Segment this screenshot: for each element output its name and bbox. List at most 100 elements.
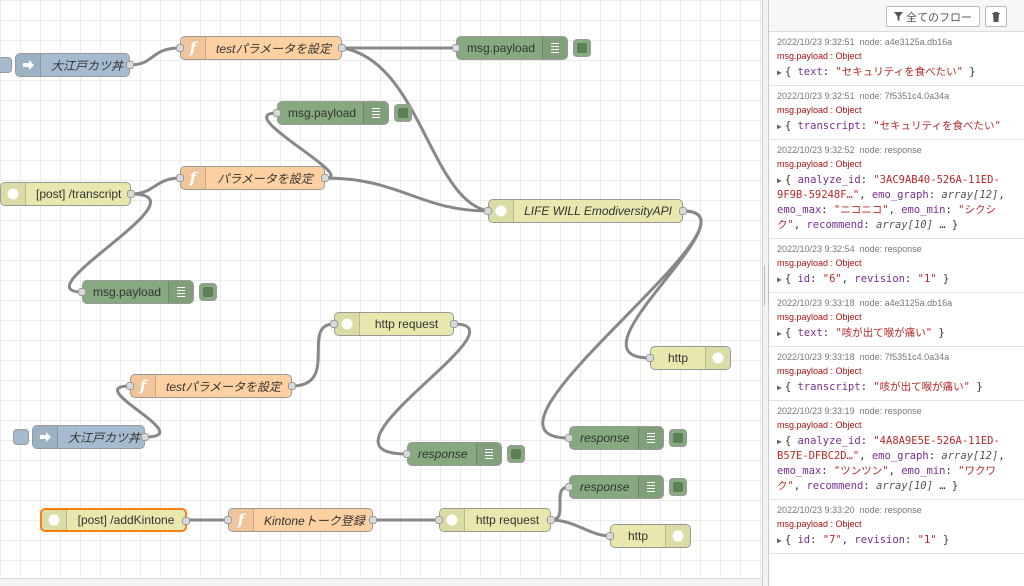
clear-messages-button[interactable] bbox=[985, 6, 1007, 27]
sidebar-resize-handle[interactable] bbox=[762, 0, 769, 586]
debug-node[interactable]: response bbox=[565, 426, 687, 450]
property-value: "4A8A9E5E-526A-11ED-B57E-DFBC2D…" bbox=[777, 435, 1000, 462]
output-port[interactable] bbox=[288, 382, 296, 390]
message-node-id[interactable]: node: a4e3125a.db16a bbox=[859, 298, 953, 308]
output-port[interactable] bbox=[126, 61, 134, 69]
expand-arrow-icon[interactable]: ▶ bbox=[777, 68, 782, 77]
flow-canvas[interactable]: 大江戸カツ丼 f testパラメータを設定 msg.payload msg.pa… bbox=[0, 0, 762, 586]
http-request-node[interactable]: http request bbox=[435, 508, 555, 532]
output-port[interactable] bbox=[141, 433, 149, 441]
expand-arrow-icon[interactable]: ▶ bbox=[777, 275, 782, 284]
http-in-node[interactable]: [post] /addKintone bbox=[40, 508, 190, 532]
debug-toggle-button[interactable] bbox=[669, 478, 687, 496]
input-port[interactable] bbox=[330, 320, 338, 328]
input-port[interactable] bbox=[646, 354, 654, 362]
output-port[interactable] bbox=[547, 516, 555, 524]
debug-node[interactable]: msg.payload bbox=[273, 101, 412, 125]
debug-toggle-button[interactable] bbox=[573, 39, 591, 57]
message-value[interactable]: ▶{ text: "咳が出て喉が痛い" } bbox=[777, 326, 1016, 341]
debug-node[interactable]: msg.payload bbox=[452, 36, 591, 60]
expand-arrow-icon[interactable]: ▶ bbox=[777, 122, 782, 131]
input-port[interactable] bbox=[176, 174, 184, 182]
function-node[interactable]: f testパラメータを設定 bbox=[126, 374, 296, 398]
node-label: response bbox=[418, 447, 468, 461]
inject-button[interactable] bbox=[0, 57, 12, 73]
input-port[interactable] bbox=[565, 483, 573, 491]
expand-arrow-icon[interactable]: ▶ bbox=[777, 176, 782, 185]
message-node-id[interactable]: node: response bbox=[859, 505, 922, 515]
filter-flows-button[interactable]: 全てのフロー bbox=[886, 6, 980, 27]
message-value[interactable]: ▶{ analyze_id: "4A8A9E5E-526A-11ED-B57E-… bbox=[777, 434, 1016, 494]
output-port[interactable] bbox=[338, 44, 346, 52]
message-node-id[interactable]: node: 7f5351c4.0a34a bbox=[859, 352, 950, 362]
input-port[interactable] bbox=[403, 450, 411, 458]
output-port[interactable] bbox=[321, 174, 329, 182]
input-port[interactable] bbox=[224, 516, 232, 524]
message-node-id[interactable]: node: response bbox=[859, 406, 922, 416]
output-port[interactable] bbox=[127, 190, 135, 198]
message-node-id[interactable]: node: 7f5351c4.0a34a bbox=[859, 91, 950, 101]
http-response-node[interactable]: http bbox=[646, 346, 731, 370]
message-value[interactable]: ▶{ transcript: "セキュリティを食べたい" bbox=[777, 119, 1016, 134]
input-port[interactable] bbox=[484, 207, 492, 215]
input-port[interactable] bbox=[435, 516, 443, 524]
link-in-node[interactable]: 大江戸カツ丼 bbox=[13, 425, 149, 449]
message-node-id[interactable]: node: response bbox=[859, 145, 922, 155]
expand-arrow-icon[interactable]: ▶ bbox=[777, 437, 782, 446]
message-value[interactable]: ▶{ id: "7", revision: "1" } bbox=[777, 533, 1016, 548]
punctuation: { bbox=[784, 120, 798, 132]
output-port[interactable] bbox=[182, 517, 190, 525]
punctuation: } bbox=[970, 381, 983, 393]
debug-toggle-button[interactable] bbox=[669, 429, 687, 447]
function-node[interactable]: f Kintoneトーク登録 bbox=[224, 508, 377, 532]
function-node[interactable]: f testパラメータを設定 bbox=[176, 36, 346, 60]
http-request-node[interactable]: http request bbox=[330, 312, 458, 336]
input-port[interactable] bbox=[273, 109, 281, 117]
message-value[interactable]: ▶{ analyze_id: "3AC9AB40-526A-11ED-9F9B-… bbox=[777, 173, 1016, 233]
node-label: testパラメータを設定 bbox=[216, 41, 331, 56]
input-port[interactable] bbox=[176, 44, 184, 52]
node-label: testパラメータを設定 bbox=[166, 379, 281, 394]
function-node[interactable]: f パラメータを設定 bbox=[176, 166, 329, 190]
debug-node[interactable]: response bbox=[565, 475, 687, 499]
debug-toggle-button[interactable] bbox=[199, 283, 217, 301]
link-in-node[interactable]: 大江戸カツ丼 bbox=[0, 53, 134, 77]
http-response-node[interactable]: http bbox=[606, 524, 691, 548]
input-port[interactable] bbox=[452, 44, 460, 52]
input-port[interactable] bbox=[565, 434, 573, 442]
wire bbox=[550, 485, 570, 522]
input-port[interactable] bbox=[78, 288, 86, 296]
output-port[interactable] bbox=[679, 207, 687, 215]
input-port[interactable] bbox=[606, 532, 614, 540]
node-label: LIFE WILL EmodiversityAPI bbox=[524, 204, 672, 218]
debug-node[interactable]: msg.payload bbox=[78, 280, 217, 304]
debug-toggle-button[interactable] bbox=[394, 104, 412, 122]
expand-arrow-icon[interactable]: ▶ bbox=[777, 536, 782, 545]
expand-arrow-icon[interactable]: ▶ bbox=[777, 329, 782, 338]
debug-node[interactable]: response bbox=[403, 442, 525, 466]
inject-button[interactable] bbox=[13, 429, 29, 445]
output-port[interactable] bbox=[450, 320, 458, 328]
message-value[interactable]: ▶{ id: "6", revision: "1" } bbox=[777, 272, 1016, 287]
debug-toggle-button[interactable] bbox=[507, 445, 525, 463]
message-value[interactable]: ▶{ transcript: "咳が出て喉が痛い" } bbox=[777, 380, 1016, 395]
horizontal-scrollbar[interactable] bbox=[0, 578, 762, 586]
input-port[interactable] bbox=[126, 382, 134, 390]
http-request-node[interactable]: LIFE WILL EmodiversityAPI bbox=[484, 199, 687, 223]
expand-arrow-icon[interactable]: ▶ bbox=[777, 383, 782, 392]
message-node-id[interactable]: node: a4e3125a.db16a bbox=[859, 37, 953, 47]
message-value[interactable]: ▶{ text: "セキュリティを食べたい" } bbox=[777, 65, 1016, 80]
message-node-id[interactable]: node: response bbox=[859, 244, 922, 254]
http-in-node[interactable]: [post] /transcript bbox=[0, 182, 135, 206]
output-port[interactable] bbox=[369, 516, 377, 524]
message-meta: 2022/10/23 9:33:18 node: 7f5351c4.0a34a bbox=[777, 351, 1016, 364]
